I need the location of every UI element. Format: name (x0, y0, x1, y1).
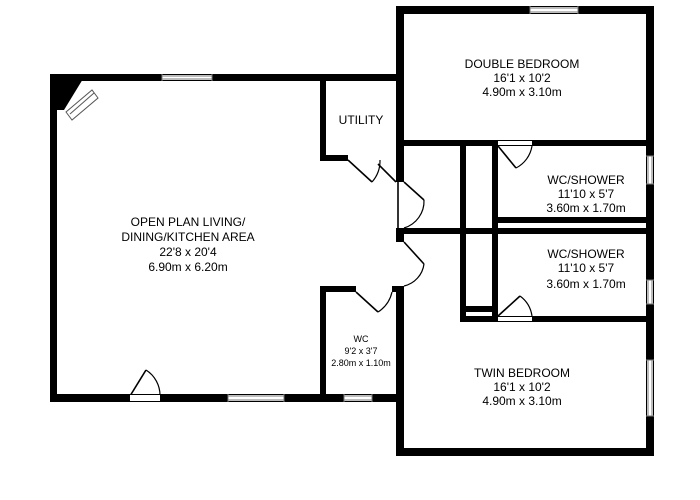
central-middle-wall (396, 228, 404, 242)
utility-name: UTILITY (339, 113, 384, 127)
central-lower-wall (396, 286, 404, 456)
wc-shower-2-imperial: 11'10 x 5'7 (558, 261, 615, 275)
twin-bedroom-imperial: 16'1 x 10'2 (493, 380, 551, 394)
wc-name: WC (354, 334, 369, 344)
wc-left-wall (320, 286, 326, 402)
ensuite-duct-bottom-wall (460, 306, 498, 312)
ensuite-inner-left-wall (492, 140, 498, 322)
wc-top-right-wall (392, 286, 404, 292)
windows (65, 6, 654, 417)
chimney-breast (50, 74, 86, 110)
wc-shower-1-imperial: 11'10 x 5'7 (558, 187, 615, 201)
ensuite-outer-left-wall (460, 140, 466, 322)
central-upper-wall (396, 6, 404, 182)
utility-bottom-wall (320, 155, 348, 161)
double-bedroom-imperial: 16'1 x 10'2 (493, 71, 551, 85)
utility-door (347, 159, 373, 183)
wc-door (355, 291, 379, 313)
double-bedroom-door (403, 181, 425, 201)
utility-top-wall (320, 74, 402, 81)
room-labels: OPEN PLAN LIVING/ DINING/KITCHEN AREA 22… (121, 57, 625, 408)
flue-vent (65, 89, 99, 121)
living-bottom-wall (50, 394, 400, 402)
wc-metric: 2.80m x 1.10m (331, 358, 391, 368)
twin-bedroom-metric: 4.90m x 3.10m (482, 394, 561, 408)
right-top-wall (396, 6, 654, 14)
twin-bedroom-top-wall (460, 316, 646, 322)
right-bottom-wall (396, 448, 654, 456)
wc-top-wall (320, 286, 356, 292)
double-bedroom-metric: 4.90m x 3.10m (482, 85, 561, 99)
living-imperial: 22'8 x 20'4 (159, 245, 217, 259)
twin-bedroom-name: TWIN BEDROOM (474, 366, 570, 380)
wc-shower-1-door (497, 145, 517, 169)
ensuite-divider-wall (404, 228, 646, 234)
wc-shower-1-bottom-wall (492, 217, 646, 223)
wc-shower-1-metric: 3.60m x 1.70m (546, 201, 625, 215)
wc-shower-2-name: WC/SHOWER (547, 247, 625, 261)
right-outer-wall (646, 6, 654, 456)
wc-imperial: 9'2 x 3'7 (345, 346, 378, 356)
living-metric: 6.90m x 6.20m (148, 260, 227, 274)
doors (129, 141, 533, 401)
entrance-door (129, 369, 147, 397)
living-name-line1: OPEN PLAN LIVING/ (131, 215, 246, 229)
utility-left-wall (320, 74, 326, 160)
twin-bedroom-door (403, 241, 425, 265)
living-name-line2: DINING/KITCHEN AREA (121, 230, 254, 244)
wc-shower-2-door (497, 295, 521, 317)
wc-shower-1-name: WC/SHOWER (547, 173, 625, 187)
living-left-wall (50, 74, 57, 402)
wc-shower-2-metric: 3.60m x 1.70m (546, 277, 625, 291)
double-bedroom-name: DOUBLE BEDROOM (465, 57, 580, 71)
